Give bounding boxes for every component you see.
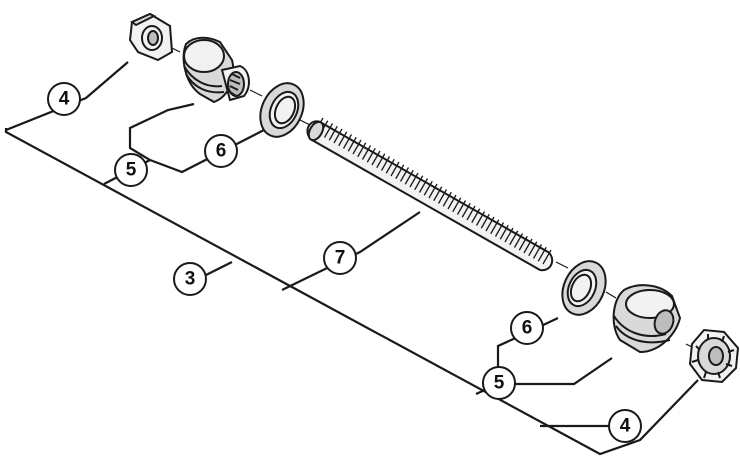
callout-5-bottom: 5: [482, 366, 516, 400]
axle-thread: [347, 136, 357, 152]
axle-thread: [433, 186, 443, 202]
axle-thread: [528, 241, 538, 257]
locknut-left: [128, 12, 174, 62]
axle-thread: [475, 211, 486, 226]
axle-thread: [456, 200, 467, 215]
callout-3: 3: [173, 262, 207, 296]
axle-thread: [366, 147, 376, 163]
callout-4-top: 4: [47, 82, 81, 116]
callout-7: 7: [323, 241, 357, 275]
svg-text:4: 4: [59, 89, 70, 110]
leader-4-top: [5, 61, 129, 132]
locknut-right: [688, 328, 740, 384]
axle-thread: [323, 123, 334, 138]
axle-thread: [418, 178, 429, 193]
axle-thread: [423, 180, 433, 196]
dust-cap-right: [561, 260, 607, 316]
axle-thread: [532, 244, 543, 259]
axle-thread: [328, 125, 338, 141]
axle-thread: [333, 128, 343, 144]
axle-thread: [494, 222, 505, 237]
axle-thread: [338, 131, 348, 147]
callout-6-top: 6: [204, 134, 238, 168]
svg-text:5: 5: [126, 160, 137, 181]
axle-thread: [480, 213, 490, 229]
svg-text:6: 6: [522, 318, 533, 339]
axle-thread: [513, 233, 524, 248]
axle-thread: [442, 191, 452, 207]
axle-thread: [404, 169, 414, 185]
axle-thread: [361, 145, 372, 160]
axle-thread: [385, 158, 395, 174]
svg-text:5: 5: [494, 373, 505, 394]
axle-thread: [414, 175, 424, 191]
axle-thread: [371, 150, 381, 166]
axle-thread: [509, 230, 519, 246]
cone-right: [612, 284, 682, 354]
axle-thread: [380, 156, 391, 171]
axle-thread: [452, 197, 462, 213]
axle-thread: [342, 134, 353, 149]
axle-thread: [437, 189, 448, 204]
dust-cap-left: [259, 82, 305, 138]
axle-thread: [542, 249, 552, 265]
axle-thread: [518, 235, 528, 251]
svg-text:3: 3: [185, 269, 196, 290]
callout-5-top: 5: [114, 153, 148, 187]
axle-thread: [409, 172, 419, 188]
callout-6-bottom: 6: [510, 311, 544, 345]
axle-thread: [537, 246, 547, 262]
axle-thread: [390, 161, 400, 177]
svg-text:6: 6: [216, 141, 227, 162]
leader-3-frame: [4, 128, 699, 456]
axle-thread: [357, 142, 367, 158]
axle-thread: [499, 224, 509, 240]
axle-thread: [447, 194, 457, 210]
svg-text:7: 7: [335, 248, 346, 269]
svg-text:4: 4: [620, 416, 631, 437]
axle-thread: [504, 227, 514, 243]
axle-thread: [376, 153, 386, 169]
axle-thread: [428, 183, 438, 199]
axle-thread: [399, 167, 410, 182]
cone-left: [182, 36, 250, 104]
axle-thread: [395, 164, 405, 180]
axle-thread: [471, 208, 481, 224]
leader-7: [281, 211, 421, 291]
axle-thread: [485, 216, 495, 232]
axle-thread: [490, 219, 500, 235]
axle: [306, 117, 554, 272]
leader-6-top: [149, 129, 265, 174]
callout-4-bottom: 4: [608, 409, 642, 443]
axle-thread: [466, 205, 476, 221]
axle-thread: [352, 139, 362, 155]
axle-thread: [461, 202, 471, 218]
axle-thread: [523, 238, 533, 254]
